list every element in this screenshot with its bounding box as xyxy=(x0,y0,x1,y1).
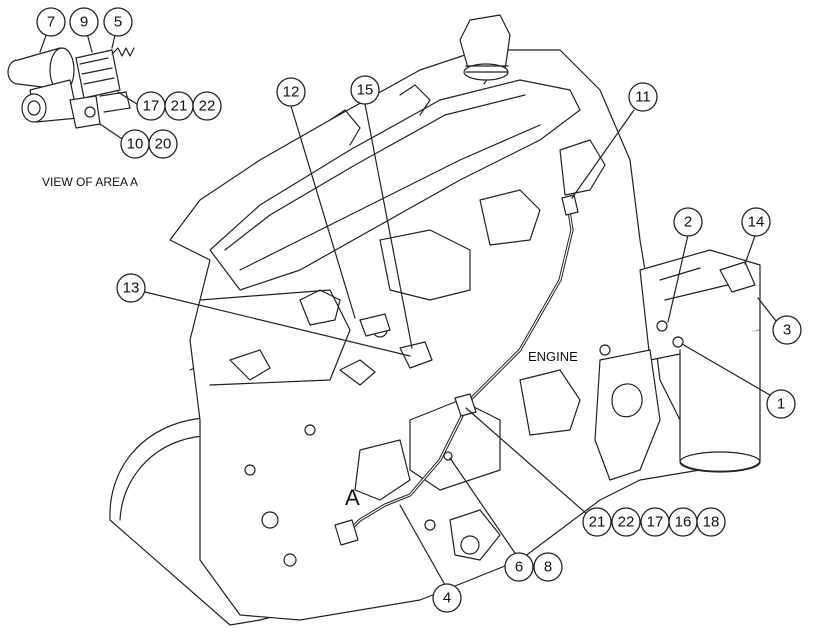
svg-text:17: 17 xyxy=(143,98,160,115)
leader-lines xyxy=(39,21,784,586)
svg-text:15: 15 xyxy=(357,82,374,99)
svg-text:9: 9 xyxy=(80,14,88,31)
inset-assembly xyxy=(7,47,135,129)
callout-21-a: 21 xyxy=(164,91,194,121)
svg-text:17: 17 xyxy=(647,514,664,531)
callout-21-b: 21 xyxy=(582,507,612,537)
view-label: VIEW OF AREA A xyxy=(42,175,138,189)
svg-text:22: 22 xyxy=(199,98,216,115)
svg-text:4: 4 xyxy=(443,590,451,607)
filler-cap xyxy=(459,14,511,81)
svg-text:22: 22 xyxy=(618,514,635,531)
callout-1: 1 xyxy=(766,389,796,419)
callout-18: 18 xyxy=(696,507,726,537)
callout-17-a: 17 xyxy=(136,91,166,121)
callout-5: 5 xyxy=(103,7,133,37)
svg-text:14: 14 xyxy=(748,214,765,231)
callout-13: 13 xyxy=(116,273,146,303)
callout-17-b: 17 xyxy=(640,507,670,537)
callout-11: 11 xyxy=(628,82,658,112)
callout-9: 9 xyxy=(69,7,99,37)
svg-text:18: 18 xyxy=(703,514,720,531)
callout-3: 3 xyxy=(772,315,802,345)
svg-text:16: 16 xyxy=(675,514,692,531)
svg-text:3: 3 xyxy=(783,322,791,339)
callout-2: 2 xyxy=(673,207,703,237)
svg-text:5: 5 xyxy=(114,14,122,31)
svg-text:11: 11 xyxy=(635,89,651,106)
callout-4: 4 xyxy=(432,583,462,613)
callout-20: 20 xyxy=(148,129,178,159)
callout-22-a: 22 xyxy=(192,91,222,121)
svg-text:2: 2 xyxy=(684,214,692,231)
callout-14: 14 xyxy=(741,207,771,237)
svg-text:21: 21 xyxy=(171,98,188,115)
svg-text:1: 1 xyxy=(777,396,785,413)
engine-label: ENGINE xyxy=(528,349,578,364)
callout-15: 15 xyxy=(350,75,380,105)
area-marker: A xyxy=(345,485,360,510)
svg-text:20: 20 xyxy=(155,136,172,153)
callout-16: 16 xyxy=(668,507,698,537)
svg-text:8: 8 xyxy=(544,559,552,576)
callout-6: 6 xyxy=(504,552,534,582)
svg-text:12: 12 xyxy=(283,84,300,101)
svg-text:10: 10 xyxy=(127,136,144,153)
callout-22-b: 22 xyxy=(611,507,641,537)
svg-text:13: 13 xyxy=(123,280,140,297)
svg-text:7: 7 xyxy=(47,14,55,31)
callout-7: 7 xyxy=(36,7,66,37)
svg-text:21: 21 xyxy=(589,514,606,531)
callout-12: 12 xyxy=(276,77,306,107)
callout-10: 10 xyxy=(120,129,150,159)
callout-8: 8 xyxy=(533,552,563,582)
svg-text:6: 6 xyxy=(515,559,523,576)
